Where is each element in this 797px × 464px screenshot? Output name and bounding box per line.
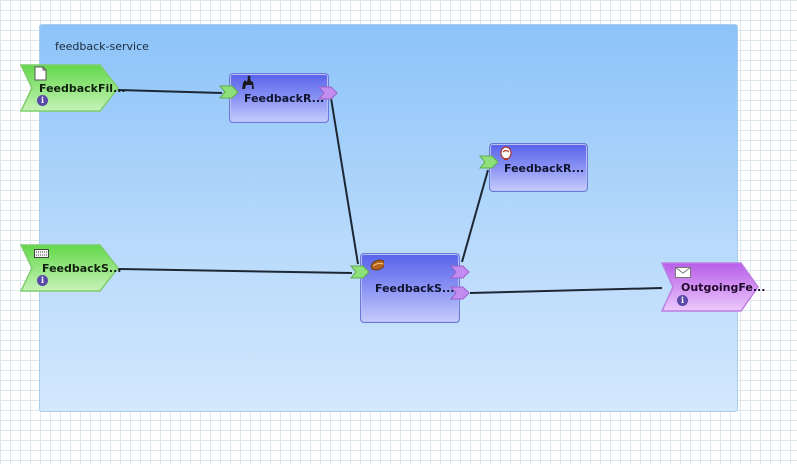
bean-reference-port-2[interactable] <box>450 286 470 300</box>
service-feedback-file-label: FeedbackFil... <box>39 82 126 95</box>
keyboard-icon <box>34 249 49 258</box>
router-reference-port[interactable] <box>318 86 338 100</box>
file-icon <box>34 66 47 81</box>
wire-bean-to-rules[interactable] <box>461 169 489 263</box>
camel-icon <box>242 75 254 89</box>
bean-reference-port-1[interactable] <box>450 265 470 279</box>
composite-title: feedback-service <box>55 40 149 53</box>
bean-icon <box>370 259 384 271</box>
envelope-icon <box>675 267 691 278</box>
rules-head-icon <box>500 146 512 160</box>
info-icon[interactable]: i <box>37 95 48 106</box>
reference-outgoing-feedback-label: OutgoingFe... <box>681 281 766 294</box>
wire-bean-to-outgoing[interactable] <box>469 287 663 294</box>
component-feedback-router-label: FeedbackR... <box>244 92 325 105</box>
wire-file-to-router[interactable] <box>117 89 223 94</box>
info-icon[interactable]: i <box>37 275 48 286</box>
service-feedback-soap-label: FeedbackS... <box>42 262 122 275</box>
router-service-port[interactable] <box>219 85 239 99</box>
wire-router-to-bean[interactable] <box>330 97 359 265</box>
component-feedback-bean-label: FeedbackS... <box>375 282 455 295</box>
info-icon[interactable]: i <box>677 295 688 306</box>
component-feedback-rules-label: FeedbackR... <box>504 162 585 175</box>
bean-service-port[interactable] <box>350 265 370 279</box>
wire-soap-to-bean[interactable] <box>117 268 353 274</box>
rules-service-port[interactable] <box>479 155 499 169</box>
composite-container[interactable]: feedback-service <box>39 24 738 412</box>
